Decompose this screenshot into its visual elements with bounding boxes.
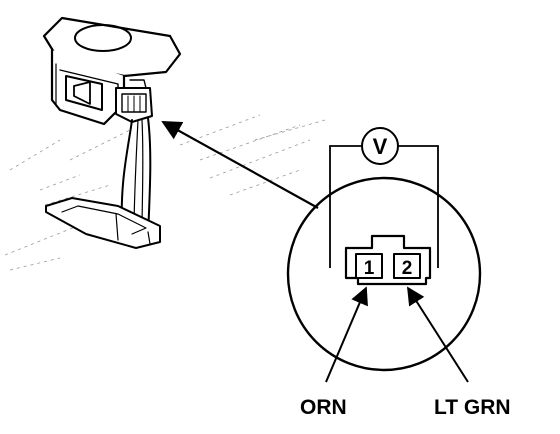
voltmeter-circuit	[329, 127, 439, 268]
wire-color-orn-label: ORN	[300, 396, 347, 419]
orn-leader-arrow	[325, 286, 368, 383]
meter-lead-left	[329, 145, 362, 268]
pin-1-cavity	[355, 253, 383, 279]
switch-base	[45, 197, 161, 249]
pin-1-label: 1	[364, 258, 375, 279]
switch-round-button	[74, 24, 132, 52]
magnified-view-circle	[286, 176, 482, 372]
wire-color-ltgrn-label: LT GRN	[434, 396, 511, 419]
switch-assembly	[42, 16, 182, 249]
pin-2-label: 2	[402, 258, 413, 279]
voltmeter-icon	[361, 127, 399, 165]
ltgrn-leader-arrow	[407, 286, 469, 383]
pin-2-cavity	[393, 253, 421, 279]
pointer-arrow	[161, 121, 319, 209]
connector-face	[344, 234, 432, 286]
background-hatching	[4, 114, 326, 271]
meter-lead-right	[398, 145, 439, 268]
voltmeter-symbol: V	[373, 134, 388, 159]
